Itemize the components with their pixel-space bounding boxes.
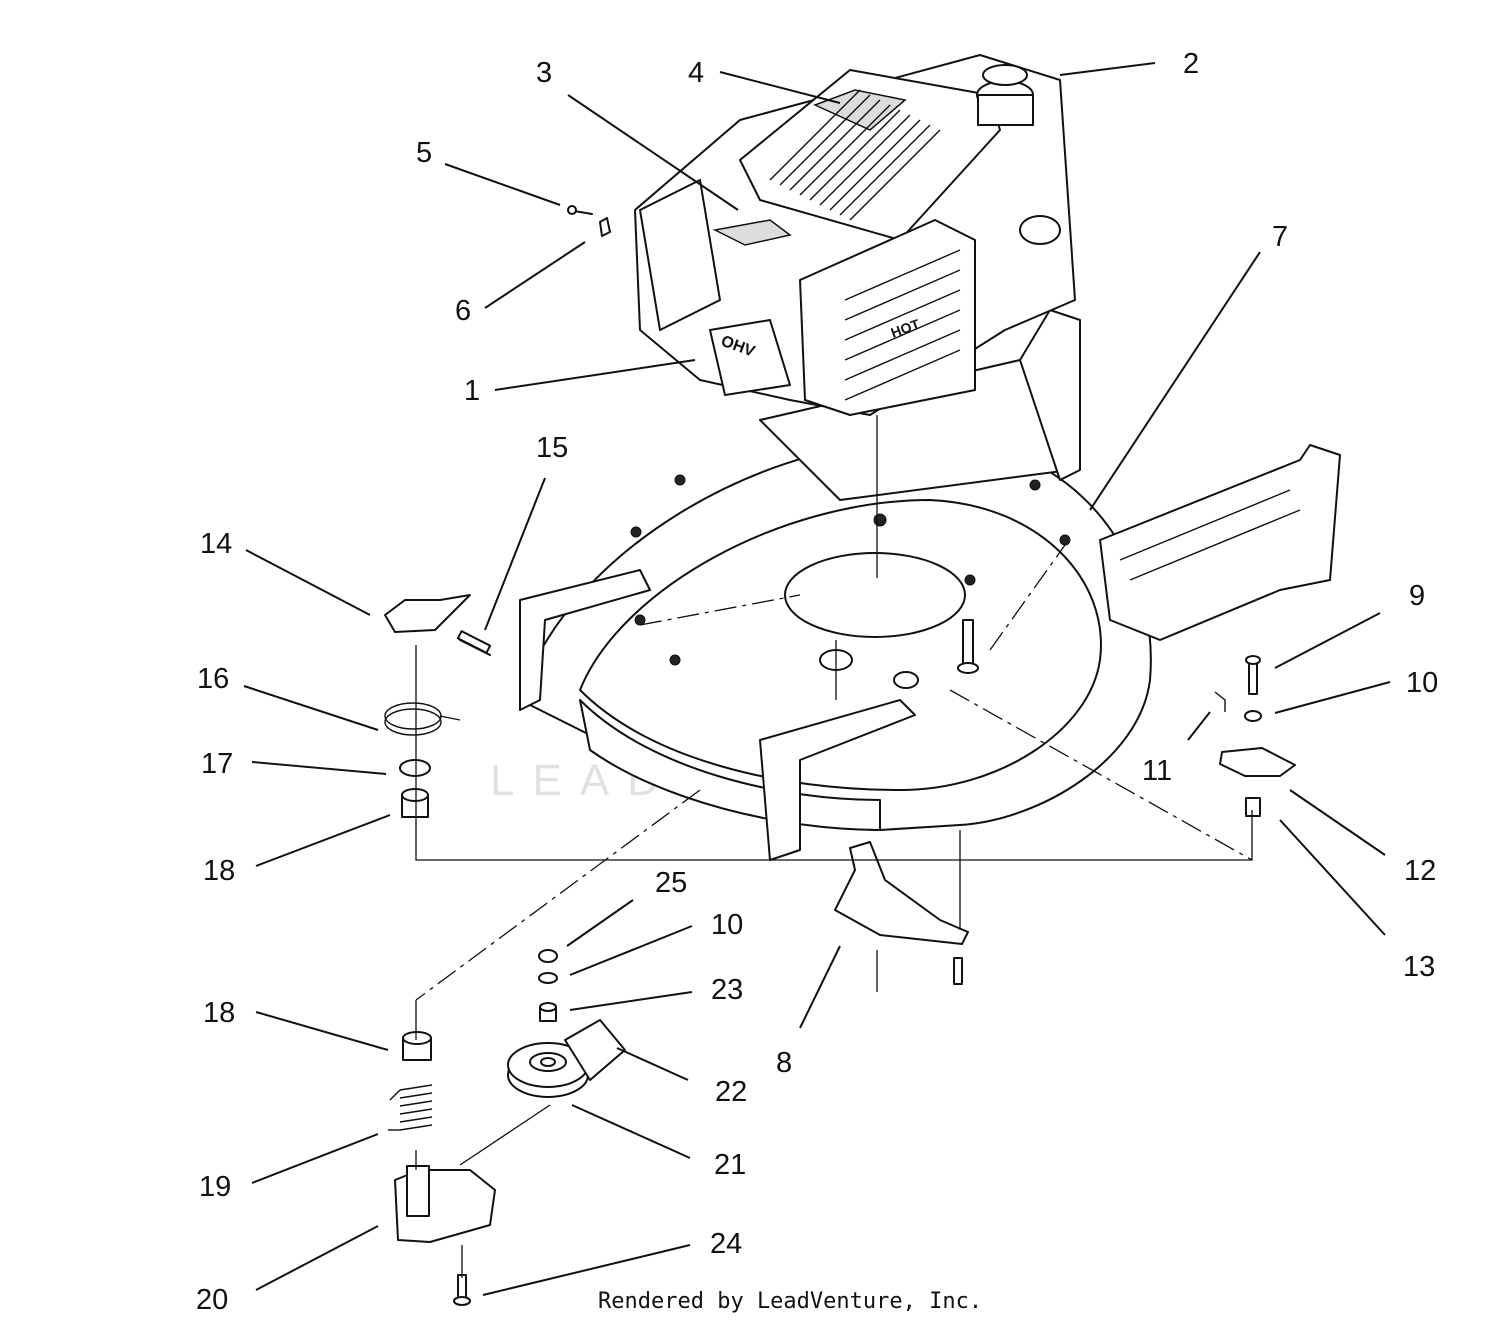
engine-top-label <box>813 89 907 131</box>
callout-23: 23 <box>711 974 743 1006</box>
callout-1: 1 <box>464 375 480 407</box>
assembly-lines <box>415 415 1253 1278</box>
callout-5: 5 <box>416 137 432 169</box>
callout-7: 7 <box>1272 221 1288 253</box>
wheel-bracket-part-20 <box>394 1165 496 1243</box>
callout-10-upper: 10 <box>1406 667 1438 699</box>
callout-2: 2 <box>1183 48 1199 80</box>
bushing-part-18a <box>401 788 429 818</box>
mower-deck <box>519 309 1341 861</box>
bolt-part-24 <box>453 1274 471 1306</box>
callout-25: 25 <box>655 867 687 899</box>
callout-15: 15 <box>536 432 568 464</box>
bushing-part-18b <box>402 1031 432 1061</box>
spacer-part-23 <box>539 1002 557 1022</box>
spring-part-19 <box>388 1084 433 1131</box>
baffle-part-8 <box>834 841 969 985</box>
height-adjust-bracket-part-14 <box>384 594 471 633</box>
callout-13: 13 <box>1403 951 1435 983</box>
callout-21: 21 <box>714 1149 746 1181</box>
spacer-part-13 <box>1245 797 1261 817</box>
screw-part-5 <box>567 205 593 215</box>
render-credit: Rendered by LeadVenture, Inc. <box>598 1289 982 1314</box>
callout-4: 4 <box>688 57 704 89</box>
pulley-part-21 <box>507 1042 589 1098</box>
washer-part-10a <box>1244 710 1262 722</box>
callout-9: 9 <box>1409 580 1425 612</box>
callout-11: 11 <box>1142 755 1172 787</box>
washer-part-10b <box>538 972 558 984</box>
callout-24: 24 <box>710 1228 742 1260</box>
bolt-part-7 <box>957 619 979 674</box>
fuel-cap-icon <box>976 64 1034 126</box>
callout-10-lower: 10 <box>711 909 743 941</box>
callout-3: 3 <box>536 57 552 89</box>
callout-22: 22 <box>715 1076 747 1108</box>
callout-14: 14 <box>200 528 232 560</box>
callout-18-lower: 18 <box>203 997 235 1029</box>
callout-20: 20 <box>196 1284 228 1316</box>
callout-6: 6 <box>455 295 471 327</box>
washer-part-17 <box>399 759 431 777</box>
nut-part-25 <box>538 949 558 963</box>
callout-8: 8 <box>776 1047 792 1079</box>
callout-16: 16 <box>197 663 229 695</box>
engine: HOT OHV <box>634 54 1076 416</box>
bracket-part-12 <box>1219 747 1296 777</box>
belt-part-22 <box>564 1019 626 1081</box>
callout-19: 19 <box>199 1171 231 1203</box>
callout-18-upper: 18 <box>203 855 235 887</box>
bolt-part-9 <box>1245 655 1261 695</box>
callout-12: 12 <box>1404 855 1436 887</box>
callout-17: 17 <box>201 748 233 780</box>
bolt-part-15 <box>456 630 492 656</box>
spring-part-11 <box>1214 691 1226 712</box>
callout-labels: 1 2 3 4 5 6 7 8 9 10 11 12 13 14 15 16 1… <box>196 48 1438 1316</box>
leader-lines <box>243 62 1391 1296</box>
clip-part-6 <box>599 217 611 237</box>
torsion-spring-part-16 <box>384 702 461 736</box>
